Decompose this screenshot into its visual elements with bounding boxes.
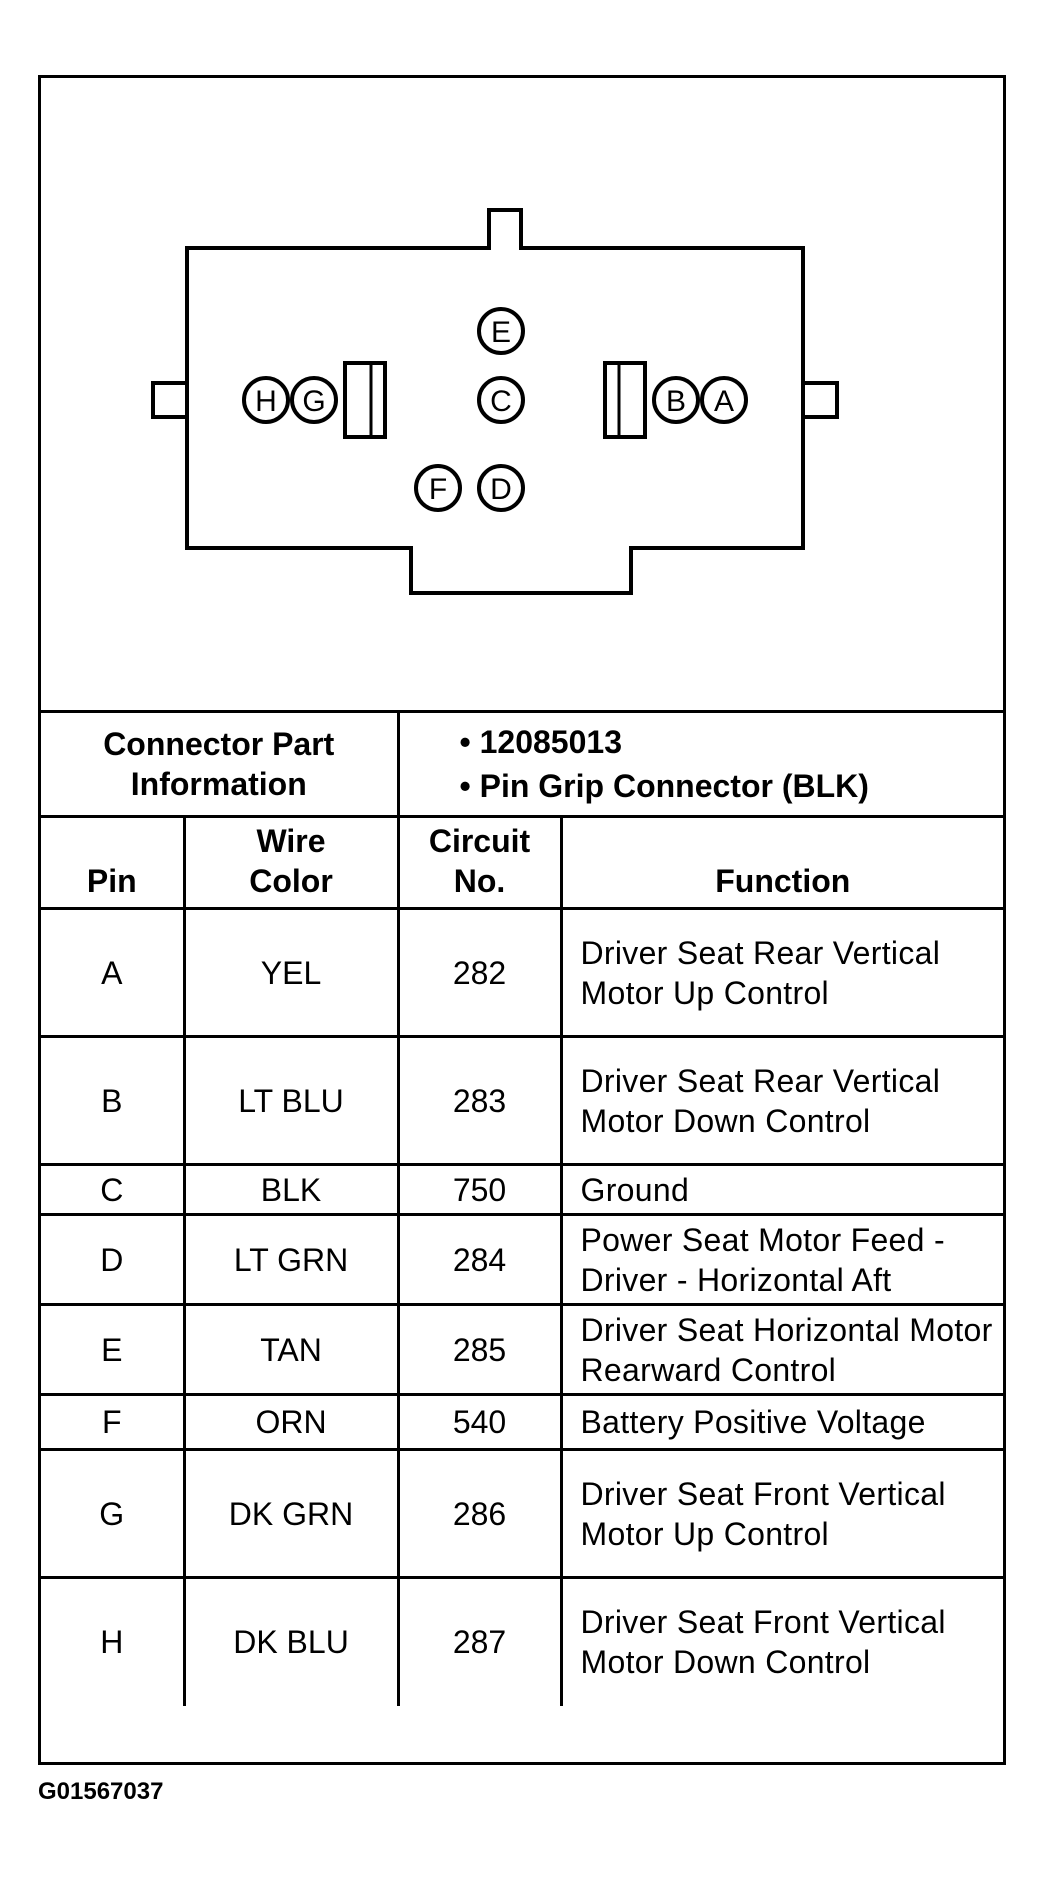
cell-pin: C — [41, 1163, 186, 1216]
pin-label: F — [429, 473, 447, 506]
cell-circuit-no: 283 — [396, 1035, 563, 1166]
header-function: Function — [559, 815, 1003, 910]
cell-wire-color: ORN — [182, 1393, 400, 1451]
cell-wire-color: BLK — [182, 1163, 400, 1216]
connector-body-outline — [185, 208, 805, 595]
cell-pin: B — [41, 1035, 186, 1166]
figure-code: G01567037 — [38, 1778, 164, 1805]
cell-wire-color: TAN — [182, 1303, 400, 1396]
cell-function: Driver Seat Rear Vertical Motor Down Con… — [559, 1035, 1003, 1166]
pin-circle — [700, 376, 748, 424]
pin-label: H — [255, 385, 277, 418]
pin-circle — [414, 464, 462, 512]
right-latch-tab — [801, 381, 839, 419]
pin-cavity-c: C — [477, 376, 525, 424]
pin-circle — [652, 376, 700, 424]
left-latch-tab — [151, 381, 189, 419]
pin-label: A — [714, 385, 734, 418]
cell-function: Driver Seat Rear Vertical Motor Up Contr… — [559, 907, 1003, 1038]
cell-pin: H — [41, 1576, 186, 1706]
cell-function: Driver Seat Front Vertical Motor Down Co… — [559, 1576, 1003, 1706]
pin-circle — [242, 376, 290, 424]
cell-function: Power Seat Motor Feed - Driver - Horizon… — [559, 1213, 1003, 1306]
right-terminal-slot — [603, 361, 647, 439]
pin-cavity-g: G — [290, 376, 338, 424]
pin-circle — [477, 376, 525, 424]
cell-pin: D — [41, 1213, 186, 1306]
pin-label: D — [490, 473, 512, 506]
header-pin: Pin — [41, 815, 186, 910]
pin-cavity-f: F — [414, 464, 462, 512]
header-row: Pin Wire Color Circuit No. Function — [41, 815, 1003, 910]
pinout-table: Connector Part Information • 12085013 • … — [41, 710, 1003, 1706]
cell-function: Battery Positive Voltage — [559, 1393, 1003, 1451]
part-info-label: Connector Part Information — [41, 710, 400, 818]
cell-wire-color: DK BLU — [182, 1576, 400, 1706]
pin-cavities: AB C D E F GH — [242, 307, 748, 512]
pin-cavity-b: B — [652, 376, 700, 424]
cell-circuit-no: 285 — [396, 1303, 563, 1396]
cell-function: Driver Seat Front Vertical Motor Up Cont… — [559, 1448, 1003, 1579]
pin-label: G — [302, 385, 325, 418]
pin-circle — [290, 376, 338, 424]
cell-pin: G — [41, 1448, 186, 1579]
pin-label: C — [490, 385, 512, 418]
header-circuit-no: Circuit No. — [396, 815, 563, 910]
part-info-values: • 12085013 • Pin Grip Connector (BLK) — [396, 710, 1003, 818]
pin-circle — [477, 464, 525, 512]
left-terminal-slot — [343, 361, 387, 439]
connector-face-diagram: AB C D E F GH — [151, 208, 839, 595]
cell-pin: F — [41, 1393, 186, 1451]
cell-circuit-no: 286 — [396, 1448, 563, 1579]
cell-pin: E — [41, 1303, 186, 1396]
pin-cavity-e: E — [477, 307, 525, 355]
pin-cavity-h: H — [242, 376, 290, 424]
pin-label: E — [491, 316, 511, 349]
pin-cavity-d: D — [477, 464, 525, 512]
cell-function: Driver Seat Horizontal Motor Rearward Co… — [559, 1303, 1003, 1396]
connector-type: • Pin Grip Connector (BLK) — [459, 768, 869, 804]
cell-wire-color: LT GRN — [182, 1213, 400, 1306]
part-info-row: Connector Part Information • 12085013 • … — [41, 710, 1003, 818]
pin-label: B — [666, 385, 686, 418]
cell-wire-color: DK GRN — [182, 1448, 400, 1579]
cell-circuit-no: 750 — [396, 1163, 563, 1216]
cell-wire-color: YEL — [182, 907, 400, 1038]
cell-function: Ground — [559, 1163, 1003, 1216]
cell-circuit-no: 284 — [396, 1213, 563, 1306]
pin-circle — [477, 307, 525, 355]
pin-cavity-a: A — [700, 376, 748, 424]
header-wire-color: Wire Color — [182, 815, 400, 910]
cell-circuit-no: 287 — [396, 1576, 563, 1706]
cell-wire-color: LT BLU — [182, 1035, 400, 1166]
cell-circuit-no: 540 — [396, 1393, 563, 1451]
cell-pin: A — [41, 907, 186, 1038]
part-number: • 12085013 — [459, 724, 622, 760]
cell-circuit-no: 282 — [396, 907, 563, 1038]
